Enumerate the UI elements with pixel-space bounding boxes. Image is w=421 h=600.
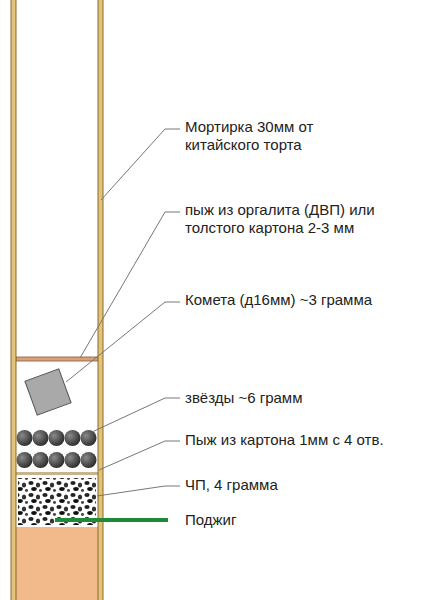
black-powder xyxy=(18,478,96,525)
part-label: Комета (д16мм) ~3 грамма xyxy=(183,291,374,309)
part-label: пыж из оргалита (ДВП) или толстого карто… xyxy=(183,201,387,237)
part-label: ЧП, 4 грамма xyxy=(183,476,280,494)
comet xyxy=(25,369,71,415)
part-label: Поджиг xyxy=(183,511,238,529)
cardboard-wad xyxy=(16,472,98,475)
part-label: звёзды ~6 грамм xyxy=(183,389,305,407)
fuse xyxy=(55,518,168,522)
tube-wall xyxy=(98,0,103,600)
stars xyxy=(17,430,97,468)
part-label: Пыж из картона 1мм с 4 отв. xyxy=(183,431,386,449)
tube-wall xyxy=(11,0,16,600)
part-label: Мортирка 30мм от китайского торта xyxy=(183,118,387,154)
leader-lines xyxy=(66,129,180,496)
tube-bottom xyxy=(16,527,98,600)
hardboard-wad xyxy=(16,357,98,361)
